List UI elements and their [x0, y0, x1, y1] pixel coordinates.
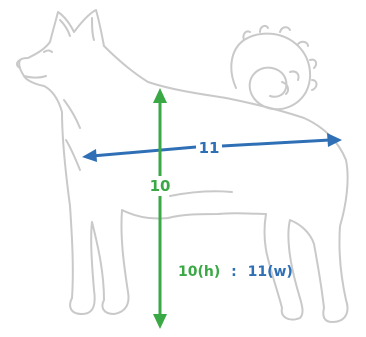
ratio-separator: : — [231, 264, 237, 280]
ratio-width-part: 11(w) — [248, 264, 293, 280]
dog-outline-icon — [16, 9, 349, 323]
height-label: 10 — [150, 177, 171, 195]
width-arrow-line-right — [221, 138, 331, 148]
height-arrowhead-top — [153, 88, 167, 103]
width-arrow — [82, 133, 342, 162]
width-label: 11 — [199, 139, 220, 157]
width-arrowhead-left — [82, 149, 97, 162]
height-arrow — [153, 88, 167, 329]
width-arrow-line-left — [91, 145, 197, 158]
ratio-caption: 10(h) : 11(w) — [178, 264, 293, 280]
ratio-height-part: 10(h) — [178, 264, 220, 280]
height-arrowhead-bottom — [153, 314, 167, 329]
width-arrowhead-right — [327, 133, 342, 147]
